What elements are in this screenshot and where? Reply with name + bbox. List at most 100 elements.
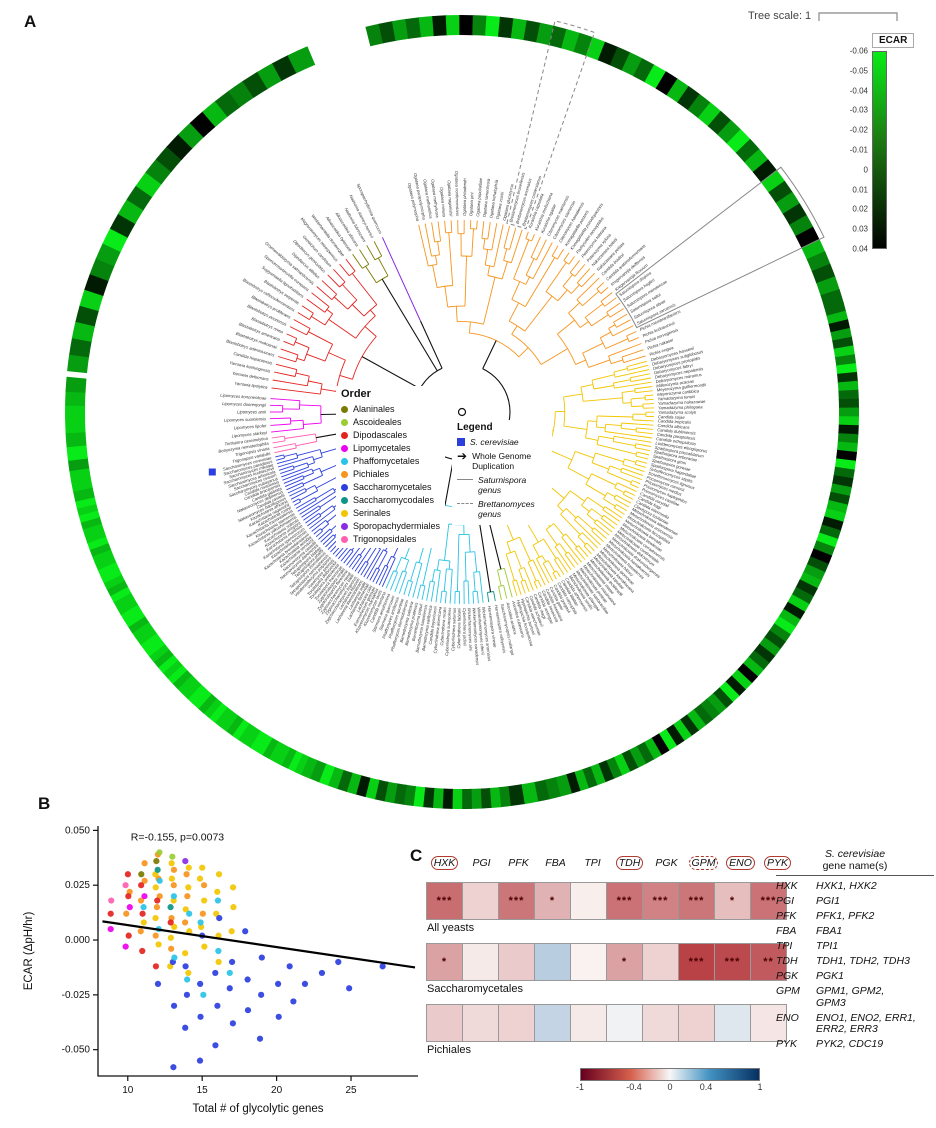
scatter-point bbox=[258, 991, 265, 998]
svg-text:Lipomyces suomiensis: Lipomyces suomiensis bbox=[224, 416, 267, 422]
scatter-point bbox=[197, 1013, 204, 1020]
svg-text:Yamadazyma philogaea: Yamadazyma philogaea bbox=[658, 404, 703, 410]
svg-text:Candida albicans: Candida albicans bbox=[657, 423, 690, 430]
colorbar-tick-label: 0 bbox=[667, 1082, 673, 1092]
scatter-point bbox=[212, 1042, 219, 1049]
scatter-point bbox=[170, 897, 177, 904]
svg-text:Wickerhamomyces canadensis: Wickerhamomyces canadensis bbox=[472, 607, 481, 666]
order-legend-item: Saccharomycodales bbox=[341, 494, 440, 507]
scatter-point bbox=[290, 998, 297, 1005]
scatter-point bbox=[168, 875, 175, 882]
scatter-point bbox=[244, 1007, 252, 1014]
order-color-dot bbox=[341, 406, 348, 413]
scatter-point bbox=[200, 882, 208, 889]
ecar-colorbar-title: ECAR bbox=[872, 33, 915, 48]
scatter-point bbox=[167, 934, 174, 941]
heatmap-column-header: PGK bbox=[655, 857, 678, 869]
ecar-tick-label: -0.01 bbox=[849, 145, 868, 155]
scatter-point bbox=[170, 1064, 177, 1071]
heatmap-row-label: Saccharomycetales bbox=[427, 983, 523, 995]
scatter-point bbox=[185, 969, 192, 977]
svg-text:Lipomyces lipofer: Lipomyces lipofer bbox=[234, 423, 267, 430]
svg-text:Ogataea zsoltii: Ogataea zsoltii bbox=[495, 190, 505, 219]
colorbar-tick-label: -1 bbox=[575, 1082, 585, 1092]
heatmap-column-header: PFK bbox=[508, 857, 529, 869]
svg-text:Ogataea methylivora: Ogataea methylivora bbox=[430, 179, 440, 219]
order-legend-label: Ascoideales bbox=[353, 417, 402, 427]
scatter-point bbox=[155, 941, 162, 948]
scatter-point bbox=[152, 963, 160, 970]
gene-table-header: S. cerevisiae gene name(s) bbox=[776, 848, 934, 876]
scatter-point bbox=[138, 871, 145, 878]
svg-text:Candida tropicalis: Candida tropicalis bbox=[658, 418, 692, 425]
order-legend-item: Pichiales bbox=[341, 468, 440, 481]
scatter-point bbox=[156, 877, 163, 884]
scatter-point bbox=[200, 991, 207, 998]
order-legend-label: Dipodascales bbox=[353, 430, 408, 440]
scatter-point bbox=[196, 1057, 204, 1064]
scatter-point bbox=[182, 963, 189, 970]
scatter-point bbox=[229, 884, 237, 891]
scatter-point bbox=[182, 857, 189, 865]
svg-text:Yarrowia deformans: Yarrowia deformans bbox=[232, 371, 270, 382]
scatter-point bbox=[152, 915, 159, 922]
scatter-point bbox=[170, 893, 177, 900]
scatter-point bbox=[379, 963, 386, 970]
heatmap-cell: *** bbox=[606, 882, 643, 920]
scatter-point bbox=[124, 871, 131, 878]
scatter-point bbox=[199, 864, 206, 871]
order-legend-item: Phaffomycetales bbox=[341, 455, 440, 468]
order-legend-label: Phaffomycetales bbox=[353, 456, 420, 466]
heatmap-cell bbox=[642, 943, 679, 981]
ecar-tick-label: 0.02 bbox=[852, 204, 868, 214]
svg-text:Lipomyces arxii: Lipomyces arxii bbox=[237, 409, 267, 414]
scatter-point bbox=[141, 893, 148, 900]
svg-text:Ogataea minuta: Ogataea minuta bbox=[439, 187, 447, 218]
svg-text:0.000: 0.000 bbox=[65, 935, 90, 946]
svg-text:Yamadazyma scolyti: Yamadazyma scolyti bbox=[658, 410, 697, 415]
heatmap-cell bbox=[498, 943, 535, 981]
scatter-point bbox=[123, 910, 130, 917]
heatmap-cell bbox=[714, 1004, 751, 1042]
scatter-point bbox=[301, 980, 309, 987]
scatter-point bbox=[185, 864, 192, 871]
order-legend-label: Saccharomycodales bbox=[353, 495, 435, 505]
ecar-tick-label: -0.02 bbox=[849, 125, 868, 135]
order-legend-item: Serinales bbox=[341, 507, 440, 520]
order-color-dot bbox=[341, 497, 348, 504]
panel-c-label: C bbox=[410, 846, 423, 865]
scerevisiae-marker bbox=[208, 468, 216, 476]
scatter-point bbox=[213, 910, 220, 917]
scatter-point bbox=[335, 958, 342, 966]
order-color-dot bbox=[341, 536, 348, 543]
ecar-colorbar-gradient bbox=[872, 51, 887, 249]
scatter-point bbox=[286, 963, 293, 970]
heatmap-cell: *** bbox=[750, 882, 787, 920]
ecar-tick-label: -0.04 bbox=[849, 86, 868, 96]
scatter-point bbox=[244, 976, 251, 983]
ecar-ring bbox=[65, 14, 860, 810]
ecar-tick-label: 0 bbox=[863, 165, 868, 175]
legend-item-scerevisiae: S. cerevisiae bbox=[457, 437, 547, 447]
heatmap-column-header: PYK bbox=[759, 856, 796, 870]
heatmap-column-header: ENO bbox=[722, 856, 759, 870]
ecar-tick-label: 0.01 bbox=[852, 185, 868, 195]
tree-legend: Legend S. cerevisiae ➔ Whole Genome Dupl… bbox=[452, 420, 552, 525]
heatmap-cell: *** bbox=[678, 943, 715, 981]
scatter-point bbox=[182, 906, 189, 913]
svg-text:Cyberlindnera jadinii: Cyberlindnera jadinii bbox=[462, 608, 467, 647]
heatmap-cell: * bbox=[534, 882, 571, 920]
scatter-point bbox=[182, 1024, 189, 1031]
genus-highlight-boxes bbox=[506, 20, 825, 329]
trend-line bbox=[102, 920, 416, 969]
scatter-point bbox=[170, 866, 178, 873]
tree-scale-bar-icon bbox=[818, 12, 898, 21]
